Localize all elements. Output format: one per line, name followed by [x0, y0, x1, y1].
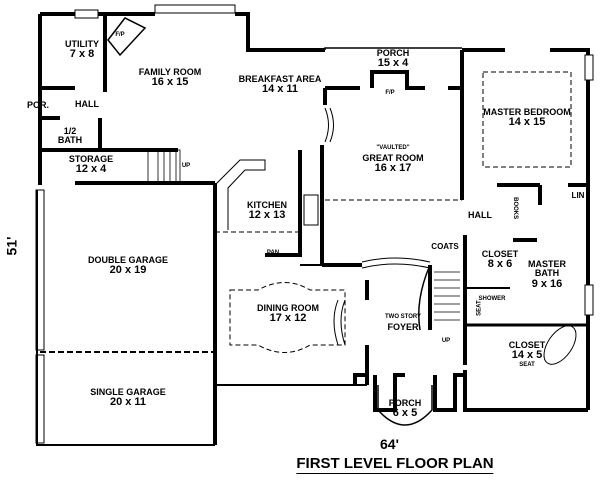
room-name: STORAGE: [68, 154, 114, 164]
room-size: 14 x 11: [261, 83, 299, 96]
room-name: 1/2 BATH: [57, 126, 83, 146]
room-note: "VAULTED": [376, 145, 410, 151]
room-name: HALL: [75, 99, 99, 109]
room-size: 7 x 8: [69, 48, 95, 61]
plan-title: FIRST LEVEL FLOOR PLAN: [296, 455, 494, 474]
room-name: SINGLE GARAGE: [90, 387, 166, 397]
kitchen-counter: [214, 159, 266, 230]
room-size: 8 x 6: [487, 258, 513, 271]
room-name: FOYER: [387, 321, 419, 332]
room-size: 16 x 15: [151, 76, 189, 89]
room-name: BREAKFAST AREA: [238, 74, 322, 84]
label-shower: SHOWER: [478, 296, 506, 302]
room-note: TWO STORY: [385, 314, 421, 320]
room-name: HALL: [468, 210, 492, 220]
room-size: 15 x 4: [377, 57, 409, 70]
room-name: CLOSET: [508, 340, 546, 350]
front-porch-outline: [377, 385, 433, 426]
room-size: 14 x 15: [508, 116, 546, 129]
room-name: KITCHEN: [247, 200, 287, 210]
room-size: 20 x 19: [109, 264, 147, 277]
room-size: 20 x 11: [109, 396, 147, 409]
label-pantry: PAN: [266, 250, 280, 256]
bathtub: [543, 325, 577, 365]
room-name: CLOSET: [481, 249, 519, 259]
cooktop: [303, 194, 319, 226]
room-name: POR.: [26, 100, 50, 110]
room-size: 16 x 17: [374, 162, 412, 175]
room-size: 14 x 5: [511, 349, 543, 362]
room-size: 6 x 5: [392, 407, 418, 420]
room-name: MASTER BEDROOM: [483, 107, 571, 117]
room-half-bath: 1/2 BATH: [56, 126, 84, 146]
label-fireplace-family: F/P: [115, 32, 125, 38]
room-hall-master: HALL: [468, 210, 492, 220]
label-linen: LIN: [571, 191, 585, 200]
arched-openings: [324, 107, 431, 346]
room-size: 9 x 16: [531, 277, 563, 290]
room-hall: HALL: [75, 99, 99, 109]
label-coats: COATS: [431, 242, 459, 251]
label-fireplace-great: F/P: [385, 90, 395, 96]
room-name: DOUBLE GARAGE: [87, 255, 169, 265]
width-dimension: 64': [380, 436, 399, 452]
label-stairs-up: UP: [181, 163, 191, 169]
room-name: DINING ROOM: [257, 303, 319, 313]
room-size: 12 x 13: [248, 209, 286, 222]
room-size: 12 x 4: [75, 163, 107, 176]
label-seat-closet: SEAT: [519, 362, 535, 368]
room-name: UTILITY: [65, 39, 99, 49]
label-books: BOOKS: [512, 197, 519, 220]
walls: [36, 12, 590, 446]
stairs: [147, 149, 460, 331]
depth-dimension: 51': [3, 236, 20, 256]
room-name: MASTER BATH: [528, 259, 566, 279]
room-porch-side: POR.: [26, 100, 50, 110]
room-name: FAMILY ROOM: [138, 67, 202, 77]
room-name: PORCH: [388, 398, 422, 408]
room-name: PORCH: [376, 48, 410, 58]
label-seat-shower: SEAT: [476, 300, 483, 316]
label-stairs-up-foyer: UP: [441, 338, 451, 344]
room-size: 17 x 12: [269, 312, 307, 325]
room-name: GREAT ROOM: [362, 152, 424, 163]
fireplace: [107, 17, 147, 57]
windows: [35, 4, 594, 444]
